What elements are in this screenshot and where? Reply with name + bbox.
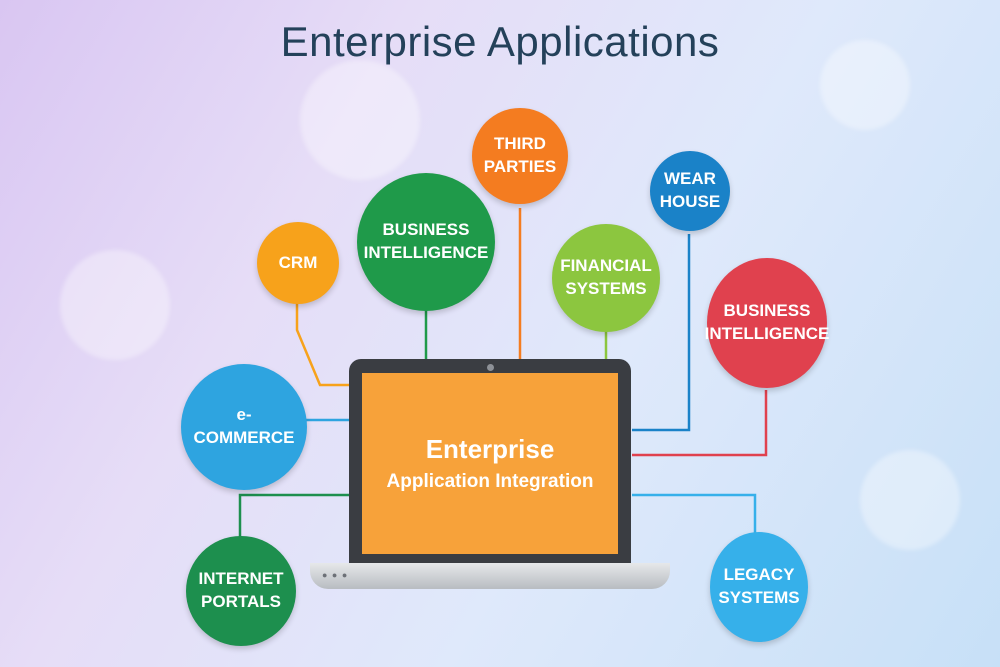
background-bokeh bbox=[60, 250, 170, 360]
laptop-screen: Enterprise Application Integration bbox=[362, 373, 618, 554]
page-title: Enterprise Applications bbox=[280, 18, 720, 65]
node-business-intelligence-red: BUSINESS INTELLIGENCE bbox=[704, 258, 830, 388]
node-crm-label-1: CRM bbox=[278, 252, 318, 272]
background-bokeh bbox=[300, 60, 420, 180]
node-third-parties-label-2: PARTIES bbox=[483, 157, 557, 176]
node-legacy-systems-label-2: SYSTEMS bbox=[718, 588, 800, 607]
webcam-icon bbox=[487, 364, 494, 371]
node-business-intelligence-green: BUSINESS INTELLIGENCE bbox=[357, 173, 495, 311]
background-bokeh bbox=[820, 40, 910, 130]
node-wear-house: WEAR HOUSE bbox=[650, 151, 730, 231]
node-e-commerce-label-1: e- bbox=[236, 405, 252, 425]
node-internet-portals: INTERNET PORTALS bbox=[186, 536, 296, 646]
node-business-intelligence-red-label-1: BUSINESS bbox=[723, 301, 811, 321]
node-wear-house-label-1: WEAR bbox=[664, 169, 716, 189]
node-internet-portals-label-1: INTERNET bbox=[198, 569, 284, 589]
background-bokeh bbox=[860, 450, 960, 550]
node-crm: CRM bbox=[257, 222, 339, 304]
node-internet-portals-label-2: PORTALS bbox=[201, 592, 281, 611]
node-e-commerce: e- COMMERCE bbox=[181, 364, 307, 490]
node-financial-systems-label-1: FINANCIAL bbox=[560, 256, 652, 276]
node-third-parties-label-1: THIRD bbox=[494, 134, 546, 154]
node-business-intelligence-green-label-1: BUSINESS bbox=[382, 220, 470, 240]
node-financial-systems: FINANCIAL SYSTEMS bbox=[552, 224, 660, 332]
node-e-commerce-label-2: COMMERCE bbox=[193, 428, 295, 447]
node-legacy-systems: LEGACY SYSTEMS bbox=[710, 532, 808, 642]
node-business-intelligence-green-label-2: INTELLIGENCE bbox=[363, 243, 489, 262]
center-subtitle: Application Integration bbox=[386, 471, 594, 492]
center-title: Enterprise bbox=[425, 434, 555, 464]
node-financial-systems-label-2: SYSTEMS bbox=[565, 279, 647, 298]
connector-internet-portals bbox=[238, 493, 358, 538]
connector-business-intelligence-red bbox=[632, 390, 768, 457]
node-third-parties: THIRD PARTIES bbox=[472, 108, 568, 204]
connector-crm bbox=[295, 300, 358, 387]
laptop-indicator-dots-icon: ● ● ● bbox=[322, 570, 349, 580]
node-wear-house-label-2: HOUSE bbox=[659, 192, 721, 211]
laptop-base bbox=[310, 563, 670, 589]
connector-wear-house bbox=[632, 234, 691, 432]
node-business-intelligence-red-label-2: INTELLIGENCE bbox=[704, 324, 830, 343]
connector-legacy-systems bbox=[632, 493, 757, 533]
node-legacy-systems-label-1: LEGACY bbox=[723, 565, 795, 585]
